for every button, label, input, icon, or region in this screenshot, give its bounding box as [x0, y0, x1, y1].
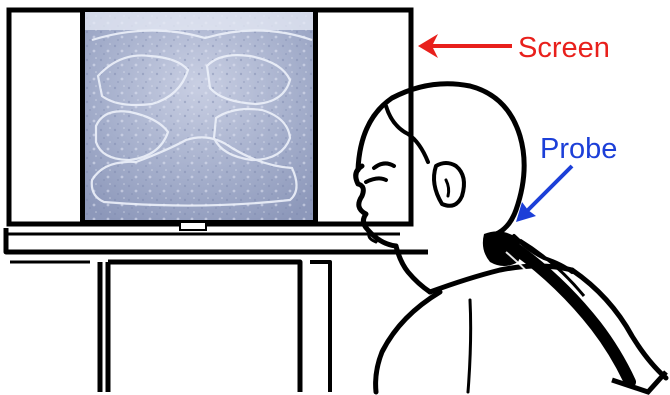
screen-label: Screen [518, 32, 610, 64]
ultrasound-probe [483, 231, 666, 392]
screen-annotation: Screen [418, 32, 610, 64]
chest-outline [376, 292, 440, 392]
monitor-stand-notch [180, 222, 206, 230]
probe-annotation: Probe [516, 133, 617, 222]
table [6, 228, 428, 392]
probe-cable [512, 246, 630, 382]
probe-label: Probe [540, 133, 617, 165]
monitor [9, 10, 411, 230]
probe-arrow-line [526, 166, 572, 212]
ultrasound-image [85, 12, 313, 220]
table-top [6, 228, 428, 252]
table-leg-right [108, 262, 300, 392]
